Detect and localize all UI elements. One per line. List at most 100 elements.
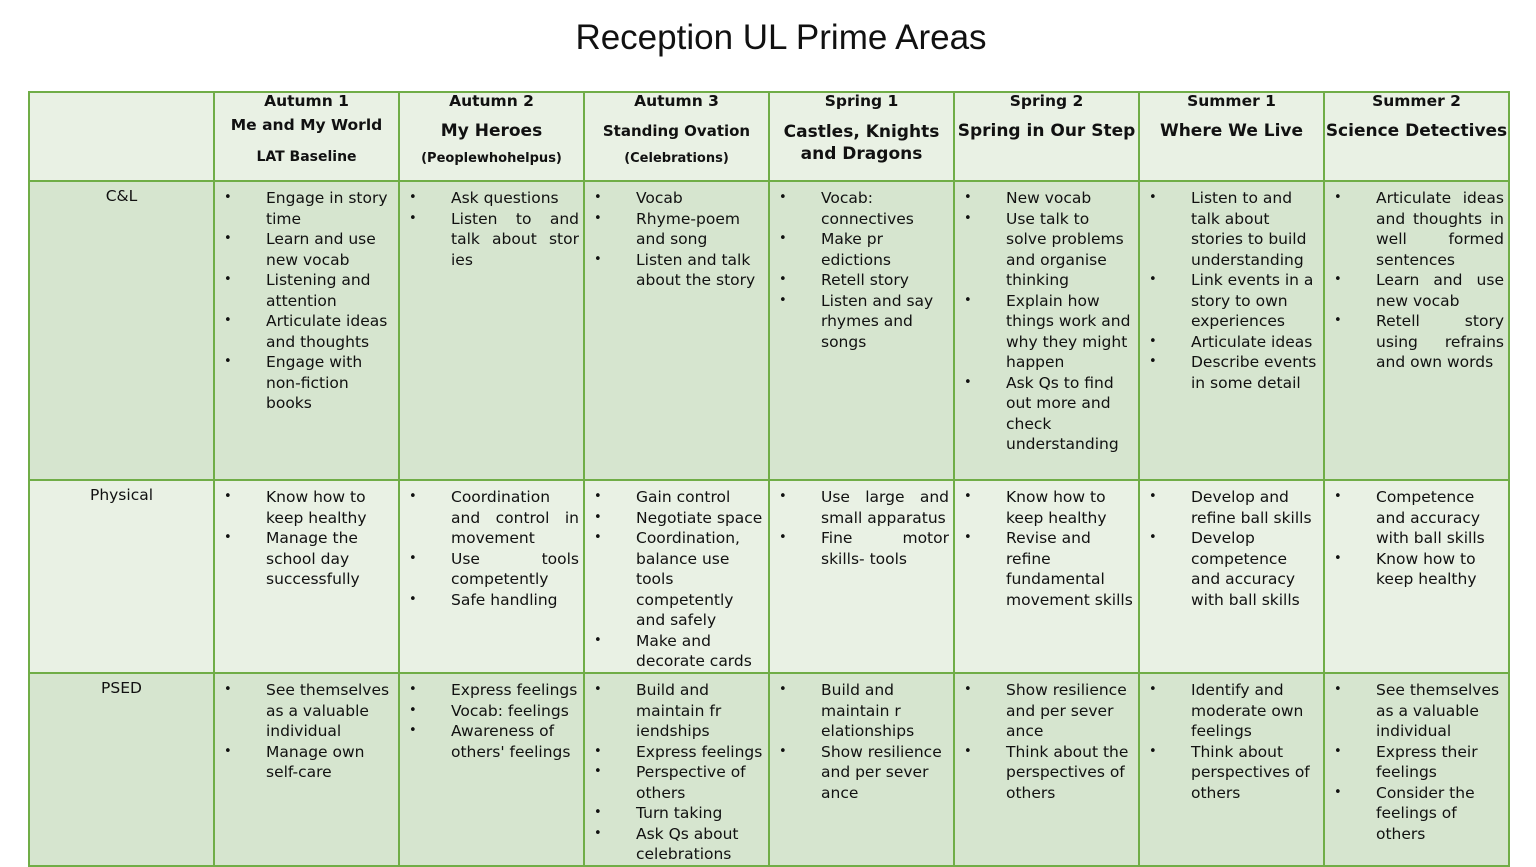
table-cell: Engage in story timeLearn and use new vo… xyxy=(213,180,400,481)
term-label: Autumn 3 xyxy=(634,92,719,110)
list-item: Explain how things work and why they mig… xyxy=(955,291,1134,373)
list-item: Articulate ideas and thoughts xyxy=(215,311,394,352)
table-cell: Build and maintain fr iendshipsExpress f… xyxy=(583,672,770,867)
list-item: Develop competence and accuracy with bal… xyxy=(1140,528,1319,610)
row-header: PSED xyxy=(28,672,215,867)
table-cell: Express feelingsVocab: feelingsAwareness… xyxy=(398,672,585,867)
list-item: See themselves as a valuable individual xyxy=(1325,680,1504,742)
list-item: Develop and refine ball skills xyxy=(1140,487,1319,528)
table-cell: Use large and small apparatusFine motor … xyxy=(768,479,955,674)
bullet-list: Know how to keep healthyRevise and refin… xyxy=(955,481,1138,610)
list-item: Articulate ideas and thoughts in well fo… xyxy=(1325,188,1504,270)
term-label: Summer 1 xyxy=(1187,92,1276,110)
list-item: Know how to keep healthy xyxy=(955,487,1134,528)
bullet-list: Build and maintain fr iendshipsExpress f… xyxy=(585,674,768,865)
bullet-list: Listen to and talk about stories to buil… xyxy=(1140,182,1323,393)
table-cell: Ask questionsListen to and talk about st… xyxy=(398,180,585,481)
column-header: Spring 1 Castles, Knights and Dragons xyxy=(768,91,955,182)
table-row: PSEDSee themselves as a valuable individ… xyxy=(28,672,1510,867)
list-item: Manage the school day successfully xyxy=(215,528,394,590)
list-item: Ask Qs to find out more and check unders… xyxy=(955,373,1134,455)
bullet-list: Coordination and control in movementUse … xyxy=(400,481,583,610)
table-cell: Know how to keep healthyManage the schoo… xyxy=(213,479,400,674)
list-item: Use tools competently xyxy=(400,549,579,590)
list-item: Engage in story time xyxy=(215,188,394,229)
bullet-list: Know how to keep healthyManage the schoo… xyxy=(215,481,398,590)
bullet-list: Express feelingsVocab: feelingsAwareness… xyxy=(400,674,583,762)
list-item: Manage own self-care xyxy=(215,742,394,783)
column-header: Summer 2 Science Detectives xyxy=(1323,91,1510,182)
table-row: PhysicalKnow how to keep healthyManage t… xyxy=(28,479,1510,674)
list-item: Listen to and talk about stories to buil… xyxy=(1140,188,1319,270)
table-cell: Show resilience and per sever anceThink … xyxy=(953,672,1140,867)
table-cell: Build and maintain r elationshipsShow re… xyxy=(768,672,955,867)
list-item: New vocab xyxy=(955,188,1134,209)
list-item: Make and decorate cards xyxy=(585,631,764,672)
term-label: Spring 1 xyxy=(824,92,899,110)
list-item: Revise and refine fundamental movement s… xyxy=(955,528,1134,610)
list-item: Engage with non-fiction books xyxy=(215,352,394,414)
column-header: Autumn 2 My Heroes (Peoplewhohelpus) xyxy=(398,91,585,182)
theme-label: Science Detectives xyxy=(1325,121,1508,141)
row-header: Physical xyxy=(28,479,215,674)
note-label: (Peoplewhohelpus) xyxy=(421,151,562,166)
list-item: Think about perspectives of others xyxy=(1140,742,1319,804)
theme-label: Me and My World xyxy=(230,116,383,134)
list-item: Build and maintain r elationships xyxy=(770,680,949,742)
column-header: Summer 1 Where We Live xyxy=(1138,91,1325,182)
list-item: Listen and talk about the story xyxy=(585,250,764,291)
table-cell: Listen to and talk about stories to buil… xyxy=(1138,180,1325,481)
list-item: Describe events in some detail xyxy=(1140,352,1319,393)
list-item: Think about the perspectives of others xyxy=(955,742,1134,804)
list-item: Vocab: feelings xyxy=(400,701,579,722)
term-label: Autumn 2 xyxy=(449,92,534,110)
list-item: Listen to and talk about stor ies xyxy=(400,209,579,271)
list-item: Competence and accuracy with ball skills xyxy=(1325,487,1504,549)
list-item: Build and maintain fr iendships xyxy=(585,680,764,742)
list-item: Ask Qs about celebrations xyxy=(585,824,764,865)
bullet-list: Use large and small apparatusFine motor … xyxy=(770,481,953,569)
bullet-list: Vocab: connectivesMake pr edictionsRetel… xyxy=(770,182,953,352)
list-item: Express feelings xyxy=(585,742,764,763)
list-item: Coordination and control in movement xyxy=(400,487,579,549)
header-row: Autumn 1 Me and My World LAT Baseline Au… xyxy=(28,91,1510,182)
list-item: Identify and moderate own feelings xyxy=(1140,680,1319,742)
term-label: Summer 2 xyxy=(1372,92,1461,110)
term-label: Autumn 1 xyxy=(264,92,349,110)
table-row: C&LEngage in story timeLearn and use new… xyxy=(28,180,1510,481)
bullet-list: Show resilience and per sever anceThink … xyxy=(955,674,1138,803)
bullet-list: Engage in story timeLearn and use new vo… xyxy=(215,182,398,414)
list-item: Awareness of others' feelings xyxy=(400,721,579,762)
bullet-list: Competence and accuracy with ball skills… xyxy=(1325,481,1508,590)
table-cell: See themselves as a valuable individualE… xyxy=(1323,672,1510,867)
list-item: Consider the feelings of others xyxy=(1325,783,1504,845)
note-label: (Celebrations) xyxy=(624,151,729,166)
bullet-list: Articulate ideas and thoughts in well fo… xyxy=(1325,182,1508,373)
bullet-list: See themselves as a valuable individualE… xyxy=(1325,674,1508,844)
theme-label: Where We Live xyxy=(1159,121,1304,141)
list-item: Listen and say rhymes and songs xyxy=(770,291,949,353)
bullet-list: Ask questionsListen to and talk about st… xyxy=(400,182,583,270)
list-item: Express their feelings xyxy=(1325,742,1504,783)
list-item: Ask questions xyxy=(400,188,579,209)
page-title: Reception UL Prime Areas xyxy=(575,18,987,57)
theme-label: My Heroes xyxy=(440,121,543,141)
list-item: Rhyme-poem and song xyxy=(585,209,764,250)
theme-label: Standing Ovation xyxy=(602,122,751,140)
table-cell: Articulate ideas and thoughts in well fo… xyxy=(1323,180,1510,481)
list-item: Learn and use new vocab xyxy=(1325,270,1504,311)
column-header: Spring 2 Spring in Our Step xyxy=(953,91,1140,182)
table-cell: See themselves as a valuable individualM… xyxy=(213,672,400,867)
table-cell: Competence and accuracy with ball skills… xyxy=(1323,479,1510,674)
list-item: Retell story using refrains and own word… xyxy=(1325,311,1504,373)
table-cell: Gain controlNegotiate spaceCoordination,… xyxy=(583,479,770,674)
list-item: Vocab xyxy=(585,188,764,209)
term-label: Spring 2 xyxy=(1009,92,1084,110)
bullet-list: VocabRhyme-poem and songListen and talk … xyxy=(585,182,768,291)
list-item: Express feelings xyxy=(400,680,579,701)
list-item: Negotiate space xyxy=(585,508,764,529)
list-item: Use large and small apparatus xyxy=(770,487,949,528)
list-item: Link events in a story to own experience… xyxy=(1140,270,1319,332)
list-item: Fine motor skills- tools xyxy=(770,528,949,569)
table-cell: Coordination and control in movementUse … xyxy=(398,479,585,674)
